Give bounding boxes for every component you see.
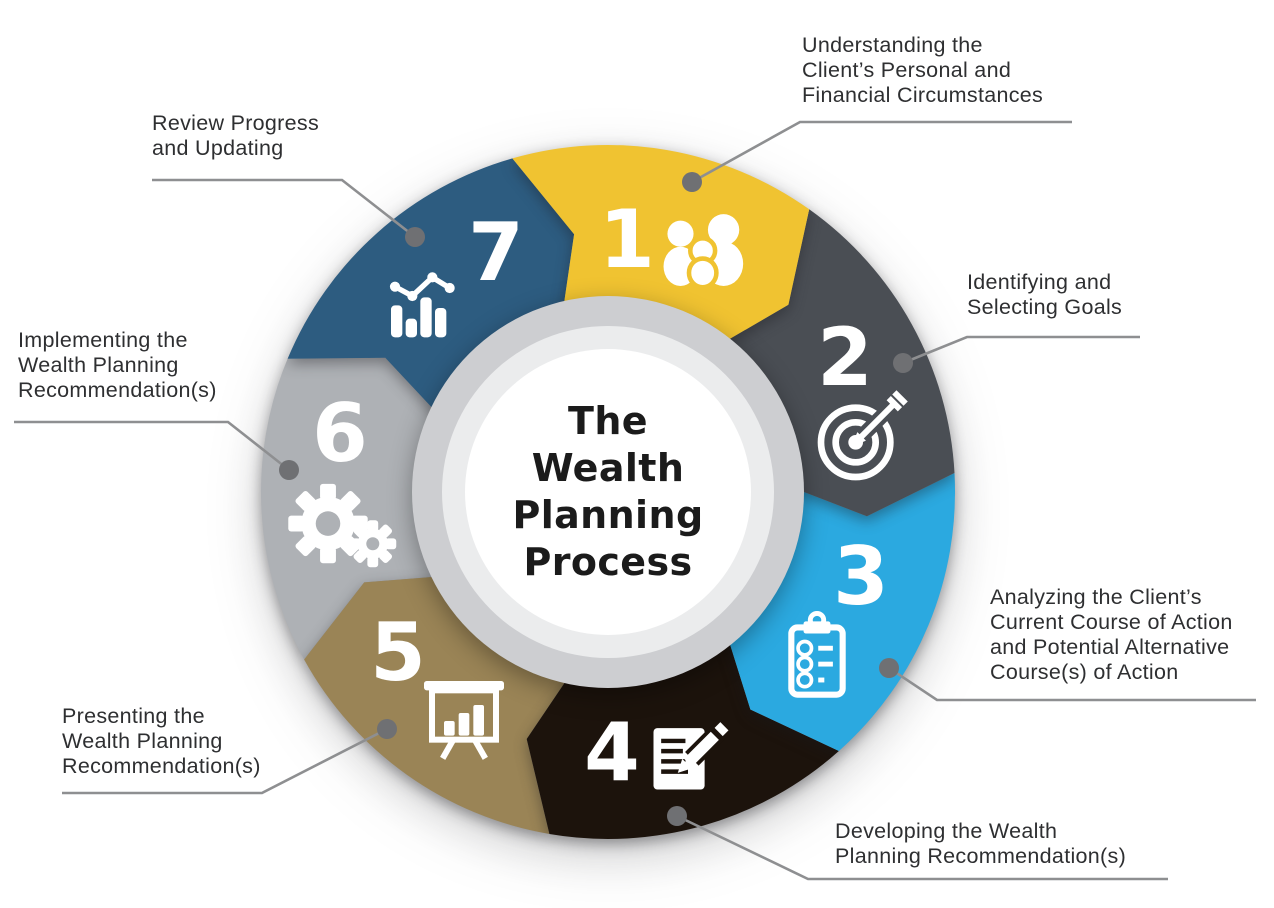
label-line: Understanding the — [802, 33, 983, 57]
label-line: Analyzing the Client’s — [990, 585, 1202, 609]
title-line: The — [568, 399, 648, 443]
segment-4-number: 4 — [584, 706, 640, 799]
segment-1-number: 1 — [599, 193, 655, 286]
label-line: Presenting the — [62, 704, 205, 728]
connector-line-6 — [14, 420, 290, 472]
segment-7-number: 7 — [468, 206, 524, 299]
segment-2-number: 2 — [817, 311, 873, 404]
gears-icon — [288, 473, 397, 577]
target-arrow-icon — [813, 389, 909, 485]
connector-dot-7 — [405, 227, 425, 247]
label-line: Financial Circumstances — [802, 83, 1044, 107]
connector-dot-5 — [377, 719, 397, 739]
connector-line-7 — [152, 178, 416, 239]
segment-3-number: 3 — [833, 530, 889, 623]
segment-6-number: 6 — [312, 387, 368, 480]
connector-line-1 — [691, 120, 1072, 184]
segment-4-label: Developing the Wealth Planning Recommend… — [835, 819, 1126, 869]
segment-6-label: Implementing the Wealth Planning Recomme… — [18, 328, 217, 403]
label-line: Recommendation(s) — [62, 754, 261, 778]
label-line: Current Course of Action — [990, 610, 1233, 634]
label-line: Recommendation(s) — [18, 378, 217, 402]
connector-dot-4 — [667, 806, 687, 826]
connector-dot-6 — [279, 460, 299, 480]
chart-growth-icon — [389, 272, 455, 338]
label-line: Client’s Personal and — [802, 58, 1012, 82]
chart-growth-icon — [383, 252, 479, 348]
gears-icon — [288, 483, 397, 568]
segment-3-label: Analyzing the Client’s Current Course of… — [990, 585, 1233, 685]
segment-2-label: Identifying and Selecting Goals — [967, 270, 1122, 320]
target-arrow-icon — [817, 390, 908, 481]
connector-line-2 — [902, 335, 1140, 365]
segment-5-label: Presenting the Wealth Planning Recommend… — [62, 704, 261, 779]
connector-line-5 — [62, 727, 388, 795]
clipboard-checklist-icon — [773, 610, 861, 702]
connector-dot-3 — [879, 658, 899, 678]
connector-line-4 — [676, 814, 1168, 881]
label-line: Selecting Goals — [967, 295, 1123, 319]
family-icon — [657, 205, 751, 299]
label-line: Review Progress — [152, 111, 319, 135]
segment-1-label: Understanding the Client’s Personal and … — [802, 33, 1043, 108]
center-title: The Wealth Planning Process — [438, 398, 778, 586]
wheel-segment-6 — [261, 357, 458, 660]
label-line: Implementing the — [18, 328, 188, 352]
connector-dot-2 — [893, 353, 913, 373]
label-line: Wealth Planning — [62, 729, 223, 753]
document-pencil-icon — [653, 722, 729, 790]
family-icon — [663, 214, 744, 290]
segment-5-number: 5 — [370, 606, 426, 699]
label-line: and Updating — [152, 136, 284, 160]
document-pencil-icon — [642, 709, 734, 801]
segment-7-label: Review Progress and Updating — [152, 111, 319, 161]
title-line: Process — [523, 540, 693, 584]
label-line: Developing the Wealth — [835, 819, 1058, 843]
label-line: Identifying and — [967, 270, 1112, 294]
center-face — [465, 349, 751, 635]
connector-line-3 — [888, 666, 1256, 702]
clipboard-checklist-icon — [788, 610, 846, 698]
presentation-chart-icon — [416, 669, 512, 765]
presentation-chart-icon — [424, 681, 504, 760]
label-line: Planning Recommendation(s) — [835, 844, 1127, 868]
wheel-segment-7 — [287, 158, 575, 426]
label-line: and Potential Alternative — [990, 635, 1230, 659]
label-line: Course(s) of Action — [990, 660, 1179, 684]
title-line: Wealth — [531, 446, 685, 490]
label-line: Wealth Planning — [18, 353, 179, 377]
connector-dot-1 — [682, 172, 702, 192]
title-line: Planning — [512, 493, 704, 537]
